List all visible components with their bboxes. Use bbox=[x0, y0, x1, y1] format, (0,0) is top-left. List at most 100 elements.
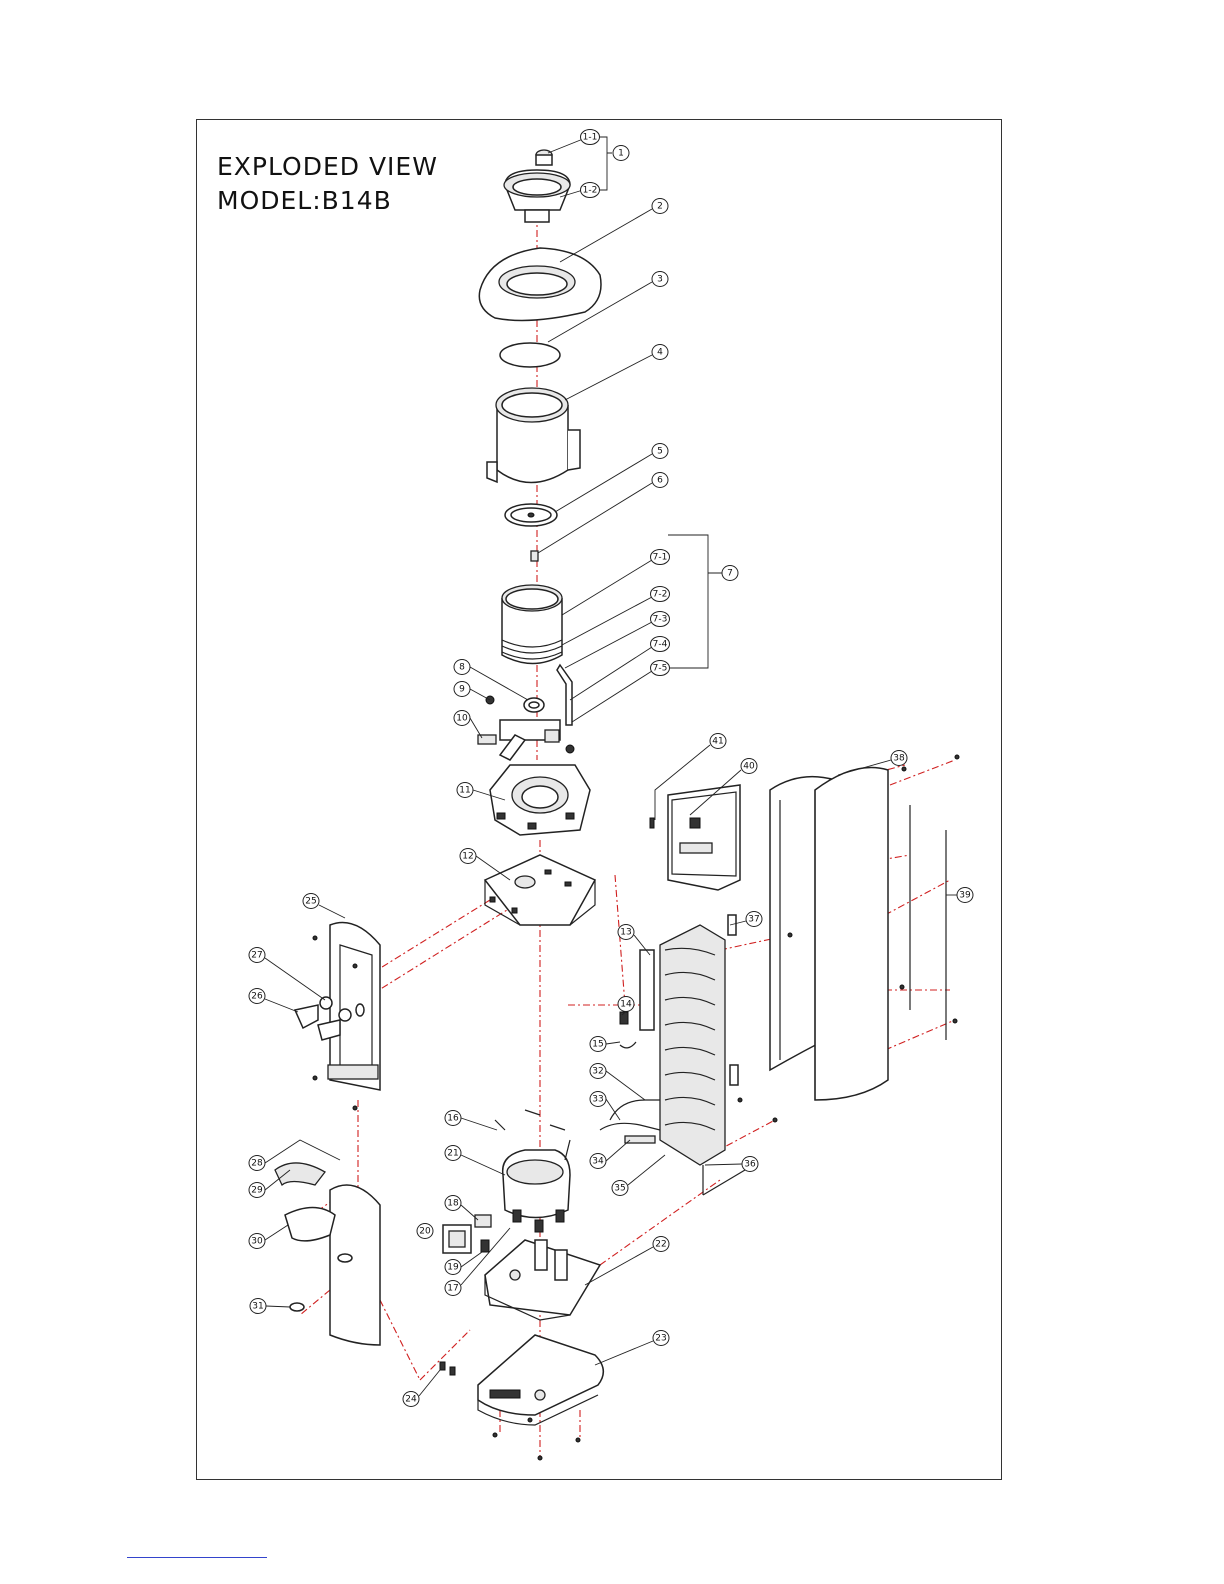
callout-7-2: 7-2 bbox=[651, 587, 670, 602]
callout-label: 24 bbox=[405, 1395, 417, 1405]
callout-label: 7-4 bbox=[653, 640, 668, 650]
callout-label: 14 bbox=[620, 1000, 632, 1010]
callout-label: 7-1 bbox=[653, 553, 668, 563]
callout-36: 36 bbox=[742, 1157, 758, 1172]
callout-label: 7-5 bbox=[653, 664, 668, 674]
callout-8: 8 bbox=[454, 660, 470, 675]
callout-40: 40 bbox=[741, 759, 757, 774]
callout-label: 9 bbox=[459, 685, 465, 695]
callout-label: 17 bbox=[447, 1284, 458, 1294]
part-2-top-cover bbox=[479, 248, 601, 320]
callout-label: 37 bbox=[748, 915, 759, 925]
callout-label: 21 bbox=[447, 1149, 458, 1159]
callout-30: 30 bbox=[249, 1234, 265, 1249]
callout-label: 3 bbox=[657, 275, 663, 285]
part-4-reservoir bbox=[487, 388, 580, 483]
part-38-side-panel bbox=[770, 768, 946, 1101]
callout-label: 5 bbox=[657, 447, 663, 457]
part-1-bottle-adapter bbox=[504, 150, 570, 222]
callout-label: 15 bbox=[592, 1040, 603, 1050]
callout-12: 12 bbox=[460, 849, 476, 864]
callout-33: 33 bbox=[590, 1092, 606, 1107]
part-8-10-valve-assembly bbox=[478, 696, 574, 760]
part-21-compressor bbox=[503, 1140, 570, 1232]
callout-20: 20 bbox=[417, 1224, 433, 1239]
callout-label: 6 bbox=[657, 476, 663, 486]
callout-35: 35 bbox=[612, 1181, 628, 1196]
callout-label: 31 bbox=[252, 1302, 263, 1312]
callout-label: 23 bbox=[655, 1334, 666, 1344]
callout-10: 10 bbox=[454, 711, 470, 726]
callout-label: 1-2 bbox=[583, 186, 598, 196]
callout-label: 34 bbox=[592, 1157, 604, 1167]
callout-label: 7 bbox=[727, 569, 733, 579]
callout-14: 14 bbox=[618, 997, 634, 1012]
callout-label: 20 bbox=[419, 1227, 431, 1237]
callout-18: 18 bbox=[445, 1196, 461, 1211]
callout-label: 41 bbox=[712, 737, 723, 747]
callout-label: 36 bbox=[744, 1160, 756, 1170]
callout-41: 41 bbox=[710, 734, 726, 749]
callout-9: 9 bbox=[454, 682, 470, 697]
callout-19: 19 bbox=[445, 1260, 461, 1275]
callout-4: 4 bbox=[652, 345, 668, 360]
callout-label: 10 bbox=[456, 714, 468, 724]
callout-label: 38 bbox=[893, 754, 905, 764]
callout-1-2: 1-2 bbox=[581, 183, 600, 198]
callout-3: 3 bbox=[652, 272, 668, 287]
callout-label: 11 bbox=[459, 786, 470, 796]
callout-label: 25 bbox=[305, 897, 316, 907]
part-6-fitting bbox=[531, 551, 538, 561]
callout-7: 7 bbox=[722, 566, 738, 581]
footer-link-underline[interactable] bbox=[127, 1557, 267, 1558]
callout-1-1: 1-1 bbox=[581, 130, 600, 145]
part-32-35-piping bbox=[600, 1100, 660, 1143]
part-5-baffle bbox=[505, 504, 557, 526]
callout-7-4: 7-4 bbox=[651, 637, 670, 652]
callout-label: 28 bbox=[251, 1159, 263, 1169]
callout-22: 22 bbox=[653, 1237, 669, 1252]
callout-34: 34 bbox=[590, 1154, 606, 1169]
part-12-tank-bracket bbox=[485, 855, 595, 925]
callout-label: 33 bbox=[592, 1095, 603, 1105]
callout-label: 26 bbox=[251, 992, 263, 1002]
callout-label: 30 bbox=[251, 1237, 263, 1247]
part-3-gasket bbox=[500, 343, 560, 367]
callout-13: 13 bbox=[618, 925, 634, 940]
callout-24: 24 bbox=[403, 1392, 419, 1407]
callout-15: 15 bbox=[590, 1037, 606, 1052]
callout-11: 11 bbox=[457, 783, 473, 798]
part-25-front-frame bbox=[328, 923, 380, 1091]
callout-32: 32 bbox=[590, 1064, 606, 1079]
callout-16: 16 bbox=[445, 1111, 461, 1126]
callout-31: 31 bbox=[250, 1299, 266, 1314]
callout-label: 19 bbox=[447, 1263, 459, 1273]
callout-label: 39 bbox=[959, 891, 971, 901]
callout-6: 6 bbox=[652, 473, 668, 488]
callout-label: 32 bbox=[592, 1067, 603, 1077]
callout-label: 27 bbox=[251, 951, 262, 961]
callout-label: 35 bbox=[614, 1184, 625, 1194]
callout-label: 22 bbox=[655, 1240, 666, 1250]
part-22-base-plate bbox=[485, 1240, 600, 1320]
callout-label: 18 bbox=[447, 1199, 459, 1209]
callout-23: 23 bbox=[653, 1331, 669, 1346]
callout-label: 29 bbox=[251, 1186, 263, 1196]
callout-label: 40 bbox=[743, 762, 755, 772]
callout-39: 39 bbox=[957, 888, 973, 903]
callout-label: 8 bbox=[459, 663, 465, 673]
callout-label: 1 bbox=[618, 149, 624, 159]
callout-label: 7-3 bbox=[653, 615, 668, 625]
callout-label: 13 bbox=[620, 928, 631, 938]
callout-25: 25 bbox=[303, 894, 319, 909]
callout-28: 28 bbox=[249, 1156, 265, 1171]
part-40-back-plate bbox=[650, 785, 740, 890]
part-23-bottom-cover bbox=[440, 1335, 603, 1425]
callout-29: 29 bbox=[249, 1183, 265, 1198]
callout-1: 1 bbox=[613, 146, 629, 161]
callout-label: 2 bbox=[657, 202, 663, 212]
part-28-31-front-panel bbox=[275, 1163, 380, 1345]
callout-label: 1-1 bbox=[583, 133, 598, 143]
callout-label: 7-2 bbox=[653, 590, 668, 600]
